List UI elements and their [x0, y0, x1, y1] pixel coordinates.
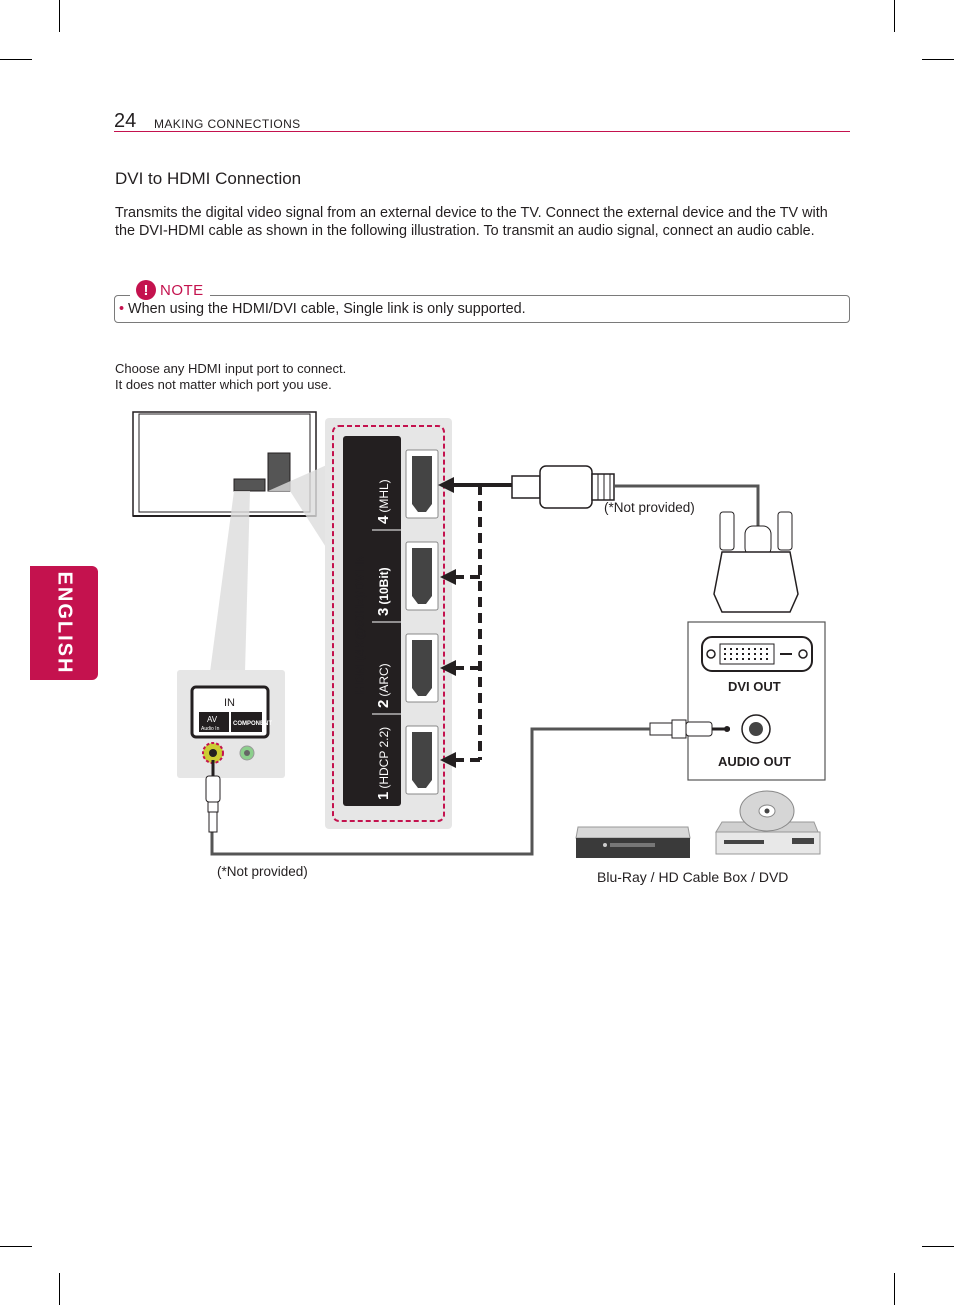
note-text-content: When using the HDMI/DVI cable, Single li… [128, 301, 526, 317]
hdmi-panel [325, 418, 452, 829]
page-title: DVI to HDMI Connection [115, 169, 302, 188]
not-provided-audio: (*Not provided) [217, 864, 308, 879]
not-provided-hdmi: (*Not provided) [604, 500, 695, 515]
device-caption: Blu-Ray / HD Cable Box / DVD [597, 869, 788, 885]
crop-mark [894, 1273, 895, 1305]
bullet-icon: • [119, 301, 125, 317]
dvi-pins [724, 648, 768, 660]
instruction-line-1: Choose any HDMI input port to connect. [115, 361, 347, 376]
port-detail-3: (10Bit) [377, 567, 391, 604]
audio-out-label: AUDIO OUT [718, 754, 791, 769]
audio-plug-tv [205, 760, 221, 833]
av-label: AV [207, 715, 218, 724]
av-in-label: IN [224, 697, 235, 709]
crop-mark [59, 0, 60, 32]
crop-mark [922, 1246, 954, 1247]
port-detail-1: (HDCP 2.2) [377, 727, 391, 789]
arrow-heads [438, 477, 456, 768]
port-number-3: 3 [375, 608, 392, 616]
av-panel [177, 670, 285, 778]
page-number: 24 [114, 110, 137, 132]
blu-ray-player-image [575, 826, 691, 858]
zoom-projection [268, 460, 338, 566]
section-label: MAKING CONNECTIONS [154, 117, 301, 131]
language-tab: ENGLISH [30, 566, 98, 680]
audio-in-label: Audio In [201, 726, 220, 732]
instruction-line-2: It does not matter which port you use. [115, 377, 332, 392]
hdmi-cable [614, 484, 760, 528]
crop-mark [0, 59, 32, 60]
port-number-4: 4 [375, 515, 392, 524]
port-label-4: 4 (MHL) [375, 479, 392, 524]
exclamation-icon: ! [136, 280, 156, 300]
dvi-out-label: DVI OUT [728, 679, 781, 694]
crop-mark [894, 0, 895, 32]
port-label-2: 2 (ARC) [375, 663, 392, 708]
dvd-player-image [715, 790, 821, 855]
header-rule [114, 131, 850, 132]
crop-mark [922, 59, 954, 60]
tv-back-panel [132, 411, 317, 517]
port-label-1: 1 (HDCP 2.2) [375, 727, 392, 800]
zoom-projection [210, 491, 250, 672]
port-label-3: 3 (10Bit) [375, 567, 392, 616]
port-number-1: 1 [375, 792, 392, 800]
port-number-2: 2 [375, 700, 392, 708]
note-header: ! NOTE [130, 278, 210, 302]
hdmi-brand-logo: HDMI [352, 661, 367, 694]
note-box [114, 295, 850, 323]
connection-arrows [452, 483, 512, 762]
dvi-plug [713, 511, 799, 613]
body-paragraph: Transmits the digital video signal from … [115, 205, 828, 239]
crop-mark [59, 1273, 60, 1305]
audio-cable [210, 727, 650, 856]
note-label: NOTE [160, 281, 204, 299]
hdmi-plug [511, 465, 615, 509]
component-label: COMPONENT [233, 721, 272, 727]
crop-mark [0, 1246, 32, 1247]
note-text: • When using the HDMI/DVI cable, Single … [119, 301, 526, 317]
port-detail-4: (MHL) [377, 479, 391, 512]
instruction: Choose any HDMI input port to connect. I… [115, 361, 346, 393]
port-detail-2: (ARC) [377, 663, 391, 696]
hdmi-panel-title: (4K@60Hz)/DVI IN [353, 554, 367, 660]
audio-plug-device [649, 719, 730, 739]
